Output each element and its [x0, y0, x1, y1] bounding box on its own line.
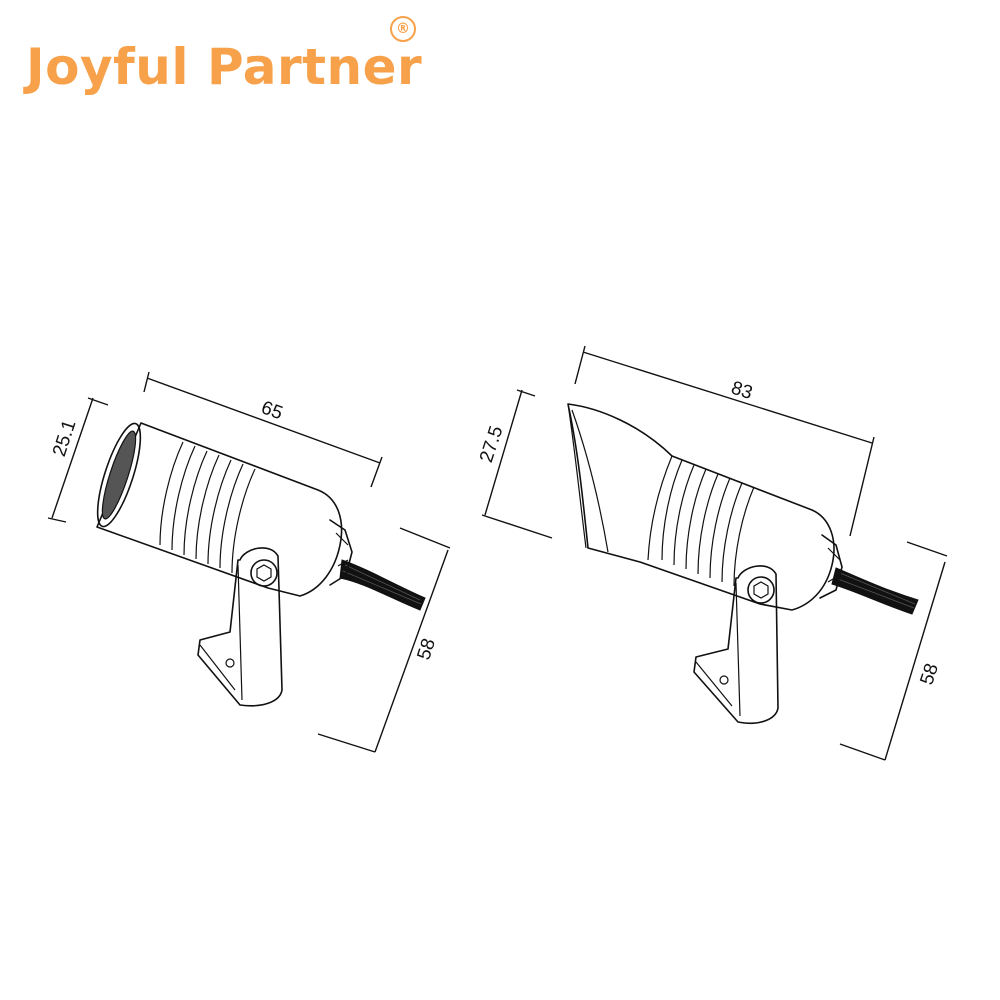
registered-trademark-mark: ®	[390, 16, 416, 42]
power-cable	[339, 559, 426, 611]
mount-hole	[225, 658, 235, 668]
dimension-label-diameter: 27.5	[476, 423, 507, 465]
dimension-label-height: 58	[414, 636, 441, 663]
mounting-bracket	[197, 547, 283, 707]
lamp-body	[567, 403, 835, 611]
power-cable	[831, 567, 919, 615]
brand-logo: Joyful Partner	[26, 38, 423, 96]
mounting-bracket	[693, 565, 779, 724]
spotlight-drawing-short: 65 25.1 58	[47, 371, 451, 753]
heatsink-fins	[661, 459, 755, 587]
heatsink-fins	[159, 441, 256, 574]
dimension-label-diameter: 25.1	[49, 417, 80, 459]
mount-hole	[719, 675, 729, 685]
dimension-length-83: 83	[574, 345, 875, 537]
dimension-height-58: 58	[839, 541, 948, 761]
dimension-label-height: 58	[917, 661, 944, 688]
cable-gland	[819, 534, 843, 599]
hex-screw	[747, 576, 775, 604]
lens-rim	[96, 422, 142, 528]
dimension-label-length: 83	[728, 378, 755, 405]
spotlight-drawing-long: 83 27.5 58	[476, 345, 948, 761]
dimension-diameter-27-5: 27.5	[476, 389, 553, 539]
dimension-height-58: 58	[317, 527, 451, 753]
hex-screw	[250, 559, 278, 587]
lamp-body	[96, 422, 343, 597]
lens-glass	[101, 430, 137, 520]
cable-gland	[329, 519, 353, 586]
